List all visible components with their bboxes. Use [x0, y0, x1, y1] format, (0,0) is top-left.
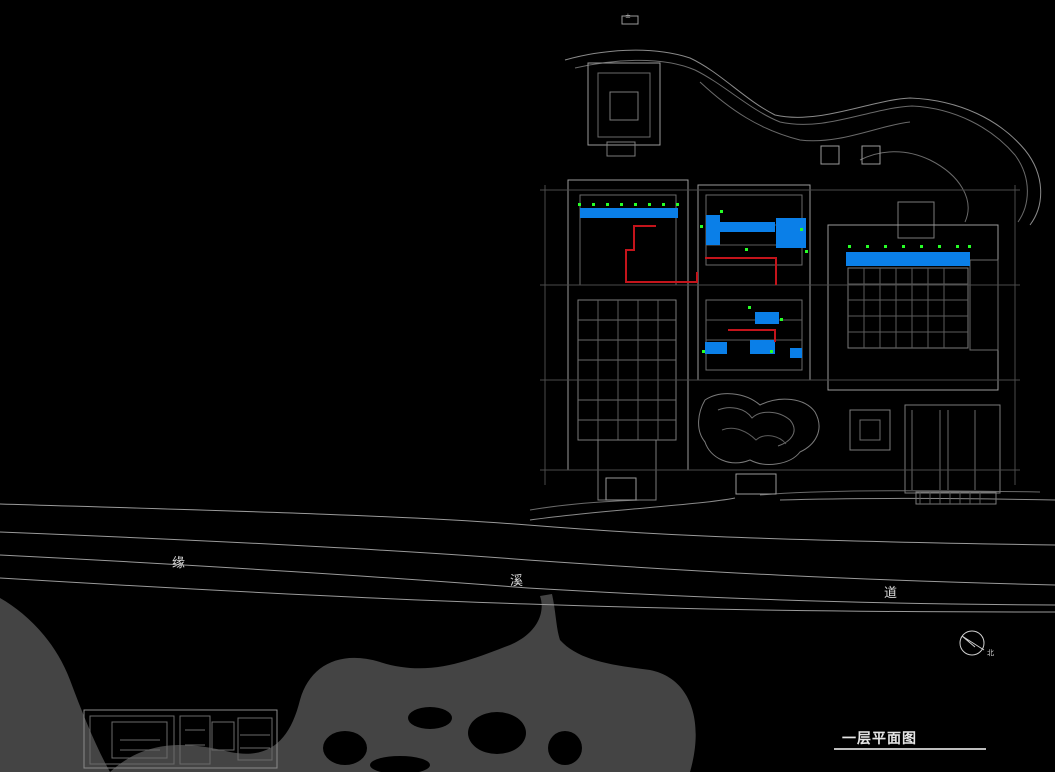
title-underline: [834, 748, 986, 750]
top-marker: [621, 15, 639, 25]
drawing-title: 一层平面图: [842, 731, 917, 747]
road-name-char-2: 溪: [510, 574, 524, 589]
north-label: 北: [987, 649, 994, 657]
road-lines: [0, 503, 1055, 613]
top-marker-label: ±: [625, 12, 631, 20]
road-name-char-1: 缘: [172, 556, 186, 571]
highlight-zones: [580, 208, 970, 358]
lake-islands: [323, 707, 582, 772]
north-arrow: [959, 630, 985, 656]
route-line: [625, 225, 777, 342]
rockery-garden: [698, 393, 820, 465]
building-plan: [529, 49, 1055, 521]
key-plan-inset: [83, 709, 278, 769]
lake-water: [0, 594, 696, 772]
highlight-markers: [578, 203, 971, 353]
road-name-char-3: 道: [884, 586, 898, 601]
